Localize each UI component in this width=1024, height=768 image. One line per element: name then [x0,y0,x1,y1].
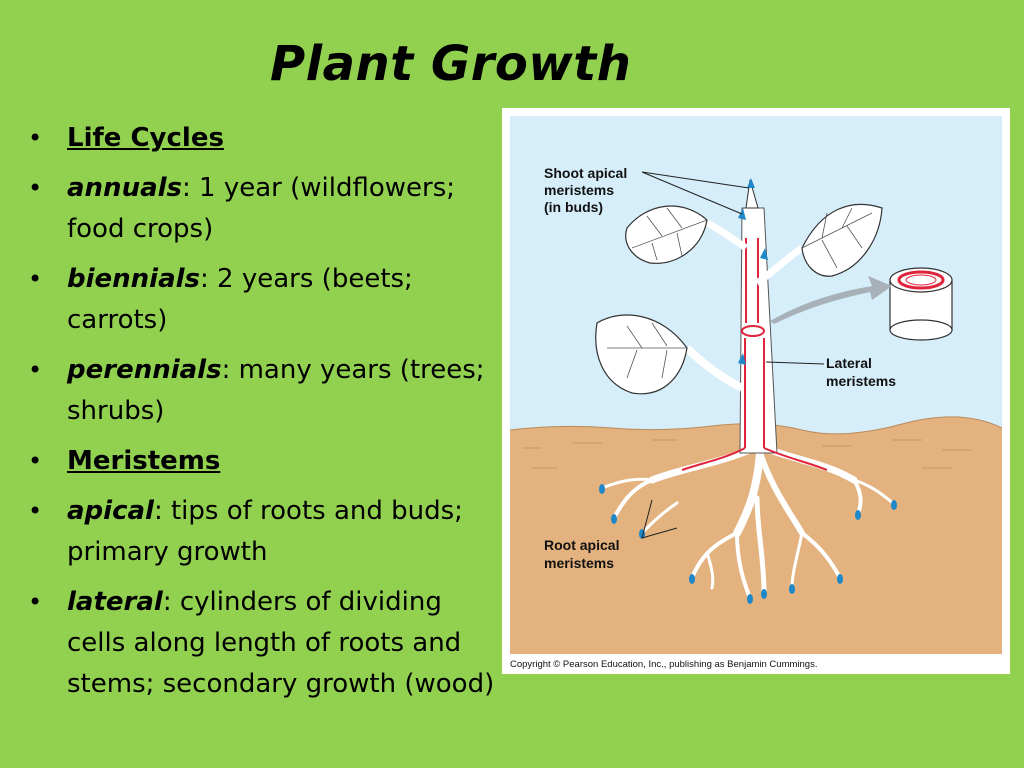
bullet-dot-icon: • [28,356,43,384]
upper-right-branch [755,245,804,286]
lower-left-leaf [595,314,688,395]
bullet-list: • Life Cycles • annuals: 1 year (wildflo… [28,118,498,714]
term-lateral: lateral [67,587,163,617]
stem-cross-section-ring [741,325,765,337]
leaves [595,203,883,395]
plant-diagram-svg: Shoot apical meristems (in buds) Lateral… [509,116,1003,670]
stem-cross-section-cylinder [889,267,953,341]
heading-meristems: Meristems [67,446,221,476]
label-root-meristems: meristems [544,555,614,571]
soil-region [510,416,1002,654]
leader-lines [641,171,825,539]
bullet-annuals: • annuals: 1 year (wildflowers; food cro… [28,168,498,250]
root-tip-icon [855,510,861,520]
label-root-apical: Root apical [544,537,619,553]
soil-texture [522,439,972,469]
root-tips [599,484,897,604]
term-perennials: perennials [67,355,222,385]
bullet-life-cycles: • Life Cycles [28,118,498,159]
plant-diagram: Shoot apical meristems (in buds) Lateral… [502,108,1010,674]
upper-right-leaf [801,203,883,277]
term-apical: apical [67,496,154,526]
root-tip-icon [599,484,605,494]
text-perennials: : many years (trees; shrubs) [67,355,485,426]
term-biennials: biennials [67,264,201,294]
text-apical: : tips of roots and buds; primary growth [67,496,463,567]
label-shoot-meristems: meristems [544,182,614,198]
bullet-apical: • apical: tips of roots and buds; primar… [28,491,498,573]
label-in-buds: (in buds) [544,199,603,215]
root-tip-icon [891,500,897,510]
slide-title: Plant Growth [270,36,632,92]
term-annuals: annuals [67,173,183,203]
heading-life-cycles: Life Cycles [67,123,224,153]
root-tip-icon [747,594,753,604]
root-tip-icon [761,589,767,599]
bullet-lateral: • lateral: cylinders of dividing cells a… [28,582,498,705]
bud-icon [738,353,746,365]
text-annuals: : 1 year (wildflowers; food crops) [67,173,456,244]
upper-left-leaf [625,205,708,264]
bullet-dot-icon: • [28,265,43,293]
lower-left-branch [684,345,744,392]
bullet-dot-icon: • [28,174,43,202]
bullet-perennials: • perennials: many years (trees; shrubs) [28,350,498,432]
bud-icon [760,248,768,260]
bullet-dot-icon: • [28,124,43,152]
copyright-text: Copyright © Pearson Education, Inc., pub… [510,659,817,670]
label-shoot-apical: Shoot apical [544,165,627,181]
text-lateral: : cylinders of dividing cells along leng… [67,587,495,699]
bullet-biennials: • biennials: 2 years (beets; carrots) [28,259,498,341]
bullet-dot-icon: • [28,447,43,475]
root-tip-icon [689,574,695,584]
leaf-veins [607,207,873,379]
label-lateral-meristems: meristems [826,373,896,389]
bullet-dot-icon: • [28,497,43,525]
bud-icon [747,178,755,188]
text-biennials: : 2 years (beets; carrots) [67,264,413,335]
magnify-arrow-icon [770,276,892,324]
label-lateral: Lateral [826,355,872,371]
root-tip-icon [611,514,617,524]
bullet-dot-icon: • [28,588,43,616]
bullet-meristems: • Meristems [28,441,498,482]
root-tip-icon [789,584,795,594]
root-tip-icon [837,574,843,584]
